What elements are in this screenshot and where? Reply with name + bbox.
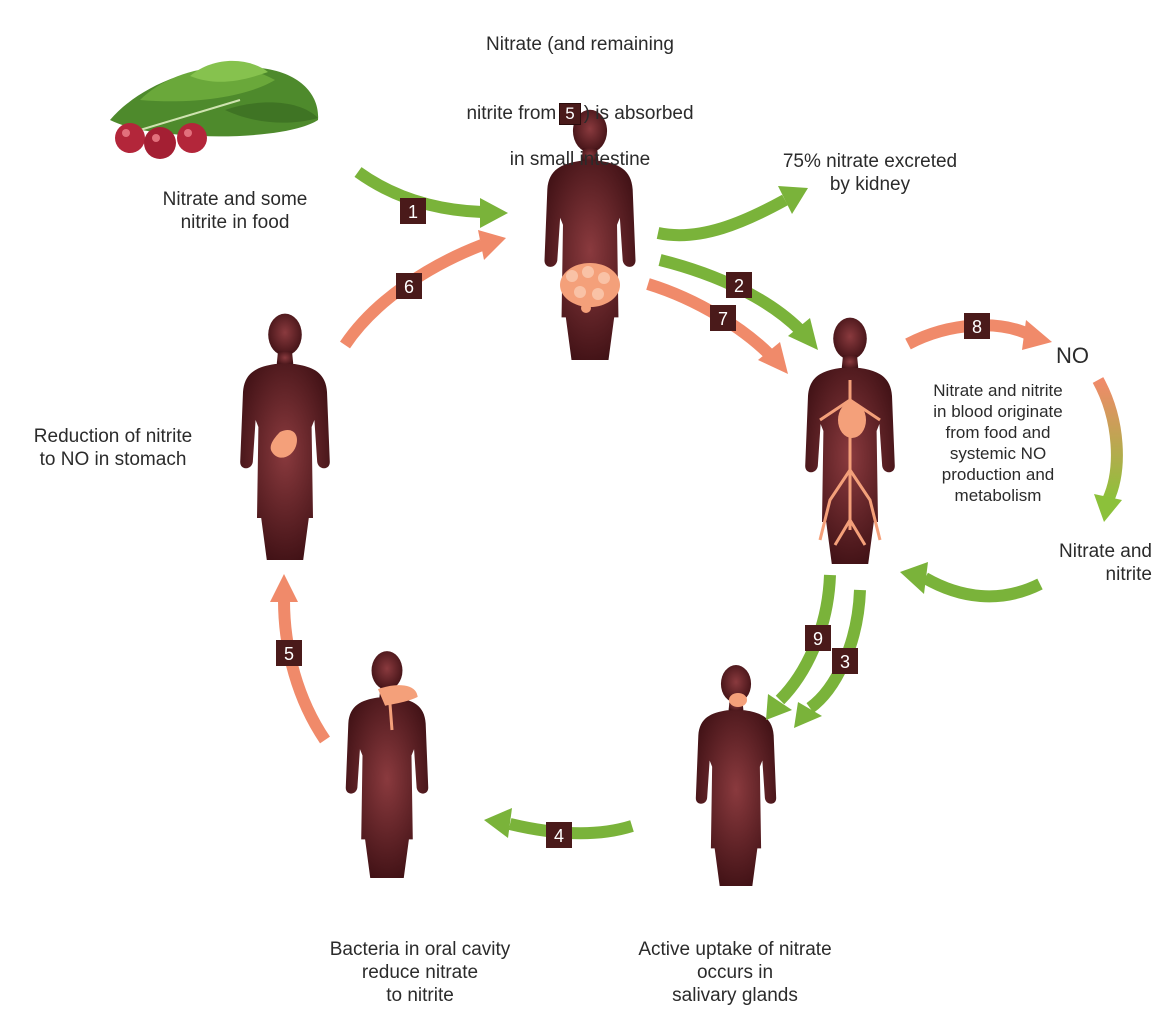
absorption-label-line3: in small intestine [420,148,740,171]
absorption-step-ref: 5 [559,103,580,125]
arrow-no-to-nitrate [1094,380,1122,522]
no-label: NO [1056,343,1089,369]
body-stomach-figure [240,314,330,560]
step-badge-5: 5 [276,640,302,666]
svg-text:3: 3 [840,652,850,672]
absorption-label-post: ) is absorbed [584,103,694,124]
step-badge-2: 2 [726,272,752,298]
food-image [110,61,318,159]
step-badge-9: 9 [805,625,831,651]
absorption-label-pre: nitrite from [466,103,556,124]
svg-text:2: 2 [734,276,744,296]
svg-text:7: 7 [718,309,728,329]
absorption-label-line1: Nitrate (and remaining [420,33,740,56]
svg-text:9: 9 [813,629,823,649]
svg-text:8: 8 [972,317,982,337]
oral-cavity-label: Bacteria in oral cavity reduce nitrate t… [270,938,570,1007]
step-badge-1: 1 [400,198,426,224]
svg-text:1: 1 [408,202,418,222]
salivary-gland-organ [729,693,747,707]
arrow-nitrate-return [900,562,1040,596]
kidney-label: 75% nitrate excreted by kidney [740,150,1000,196]
step-badge-4: 4 [546,822,572,848]
body-salivary-figure [696,665,776,886]
step-badge-7: 7 [710,305,736,331]
arrow-6 [345,230,506,345]
svg-text:5: 5 [284,644,294,664]
stomach-label: Reduction of nitrite to NO in stomach [0,425,226,471]
step-badge-8: 8 [964,313,990,339]
svg-text:4: 4 [554,826,564,846]
step-badge-6: 6 [396,273,422,299]
salivary-label: Active uptake of nitrate occurs in saliv… [585,938,885,1007]
step-badge-3: 3 [832,648,858,674]
food-label: Nitrate and some nitrite in food [120,188,350,234]
nitrate-nitrite-label: Nitrate and nitrite [1020,540,1152,586]
body-oral-figure [346,651,428,878]
svg-text:6: 6 [404,277,414,297]
body-blood-figure [805,318,895,564]
blood-label: Nitrate and nitrite in blood originate f… [908,380,1088,506]
